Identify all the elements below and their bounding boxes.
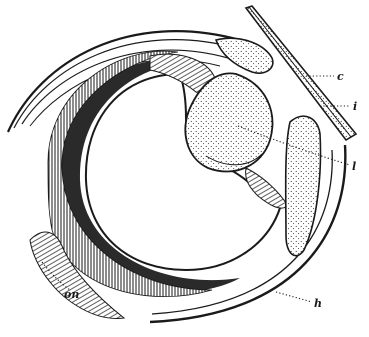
label-on: on (64, 288, 79, 301)
label-h: h (314, 297, 322, 310)
label-c: c (337, 70, 344, 83)
label-i: i (353, 100, 357, 113)
leader-h (276, 292, 312, 302)
upper-capsule (216, 38, 273, 73)
right-capsule (286, 116, 321, 255)
label-l: l (352, 160, 356, 173)
